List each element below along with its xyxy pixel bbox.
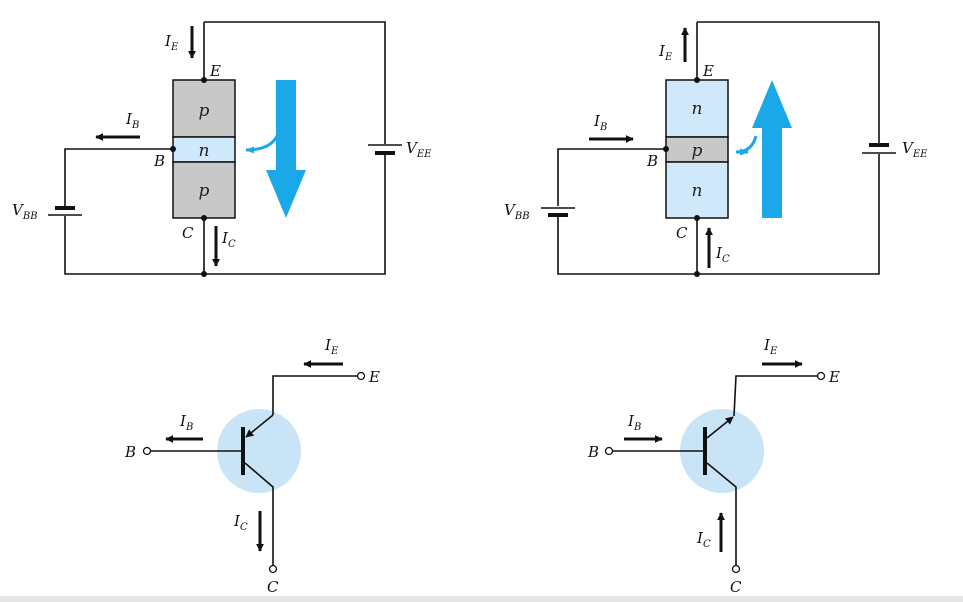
- npn-terminal-b: B: [646, 152, 658, 170]
- npn-diagram: n p n E B C IE IB IC VEE VBB: [504, 21, 928, 277]
- npn-symbol-c-label: C: [730, 578, 742, 596]
- pnp-ground-node: [201, 271, 207, 277]
- npn-symbol-b-label: B: [587, 443, 599, 461]
- npn-symbol-emitter-arrow: [706, 416, 734, 439]
- npn-symbol-e-terminal: [816, 371, 826, 381]
- npn-collector-region: [665, 161, 729, 219]
- npn-symbol-ic-label: IC: [696, 529, 711, 550]
- pnp-vee-label: VEE: [406, 139, 432, 160]
- npn-ground-node: [694, 271, 700, 277]
- pnp-layer-1-label: p: [199, 101, 210, 121]
- pnp-base-recombination-arrow: [245, 130, 281, 154]
- npn-symbol: B E C IE IB IC: [587, 336, 840, 596]
- npn-symbol-b-terminal: [604, 446, 614, 456]
- npn-terminal-c: C: [676, 224, 688, 242]
- pnp-carrier-flow-arrow: [266, 80, 306, 218]
- npn-symbol-ie-label: IE: [763, 336, 778, 357]
- pnp-layer-2-label: n: [199, 141, 210, 161]
- npn-layer-3-label: n: [692, 181, 703, 201]
- npn-layer-1-label: n: [692, 99, 703, 119]
- pnp-terminal-b: B: [153, 152, 165, 170]
- pnp-symbol-e-label: E: [368, 368, 380, 386]
- pnp-symbol-emitter-lead: [272, 375, 358, 415]
- npn-ie-label: IE: [658, 42, 673, 63]
- pnp-symbol-ib-label: IB: [179, 412, 193, 433]
- pnp-symbol: B E C IE IB IC: [124, 336, 380, 596]
- pnp-c-node: [201, 215, 207, 221]
- npn-layer-2-label: p: [692, 141, 703, 161]
- npn-b-node: [663, 146, 669, 152]
- pnp-vbb-battery: [48, 206, 82, 216]
- pnp-vee-battery: [368, 144, 402, 155]
- pnp-ic-label: IC: [221, 229, 236, 250]
- pnp-layer-3-label: p: [199, 181, 210, 201]
- npn-emitter-region: [665, 79, 729, 138]
- npn-carrier-flow-arrow: [752, 80, 792, 218]
- pnp-symbol-circle: [217, 409, 301, 493]
- pnp-terminal-e: E: [209, 62, 221, 80]
- pnp-symbol-b-label: B: [124, 443, 136, 461]
- npn-ic-label: IC: [715, 244, 730, 265]
- pnp-symbol-c-label: C: [267, 578, 279, 596]
- pnp-base-region: [172, 136, 236, 163]
- npn-base-injection-curve: [735, 135, 758, 154]
- bottom-scroll-bar: [0, 596, 963, 602]
- pnp-e-node: [201, 77, 207, 83]
- pnp-terminal-c: C: [182, 224, 194, 242]
- npn-e-node: [694, 77, 700, 83]
- pnp-symbol-ie-label: IE: [324, 336, 339, 357]
- pnp-symbol-collector-lead: [244, 462, 274, 566]
- npn-vbb-label: VBB: [504, 201, 530, 222]
- npn-c-node: [694, 215, 700, 221]
- pnp-ie-label: IE: [164, 32, 179, 53]
- pnp-b-node: [170, 146, 176, 152]
- pnp-symbol-emitter-arrow: [245, 414, 274, 438]
- pnp-symbol-ic-label: IC: [233, 512, 248, 533]
- npn-terminal-e: E: [702, 62, 714, 80]
- pnp-diagram: p n p E B C IE IB IC VEE VBB: [12, 21, 432, 277]
- pnp-symbol-b-terminal: [142, 446, 152, 456]
- npn-vee-label: VEE: [902, 139, 928, 160]
- npn-symbol-ib-label: IB: [627, 412, 641, 433]
- npn-vee-battery: [862, 143, 896, 154]
- npn-ib-label: IB: [593, 112, 607, 133]
- npn-symbol-collector-lead: [706, 462, 737, 566]
- pnp-symbol-e-terminal: [356, 371, 366, 381]
- npn-symbol-emitter-lead: [733, 375, 818, 417]
- npn-symbol-e-label: E: [828, 368, 840, 386]
- pnp-ib-label: IB: [125, 110, 139, 131]
- npn-vbb-battery: [541, 206, 575, 217]
- npn-symbol-circle: [680, 409, 764, 493]
- npn-symbol-c-terminal: [731, 564, 741, 574]
- pnp-symbol-c-terminal: [268, 564, 278, 574]
- pnp-vbb-label: VBB: [12, 201, 38, 222]
